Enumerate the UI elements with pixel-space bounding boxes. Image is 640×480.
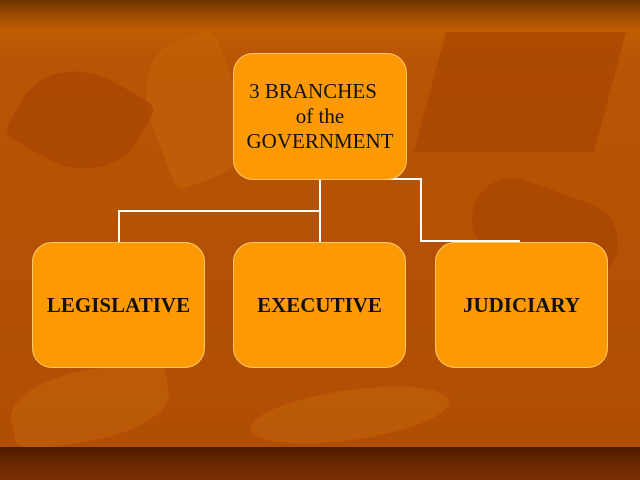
node-legislative: LEGISLATIVE xyxy=(32,242,205,368)
background-leaf xyxy=(413,32,627,152)
connector-line xyxy=(420,240,520,242)
node-executive: EXECUTIVE xyxy=(233,242,406,368)
root-line-1: 3 BRANCHES xyxy=(249,79,377,103)
footer-band xyxy=(0,447,640,480)
connector-line xyxy=(420,178,422,242)
node-label: JUDICIARY xyxy=(462,292,581,317)
node-label: LEGISLATIVE xyxy=(46,292,191,317)
root-line-3: GOVERNMENT xyxy=(246,129,394,153)
root-node-text: 3 BRANCHES of the GOVERNMENT xyxy=(247,79,394,154)
connector-line xyxy=(118,210,120,242)
connector-line xyxy=(118,210,321,212)
root-line-2: of the xyxy=(295,104,345,128)
node-judiciary: JUDICIARY xyxy=(435,242,608,368)
node-label: EXECUTIVE xyxy=(257,292,382,317)
root-node: 3 BRANCHES of the GOVERNMENT xyxy=(233,53,407,180)
